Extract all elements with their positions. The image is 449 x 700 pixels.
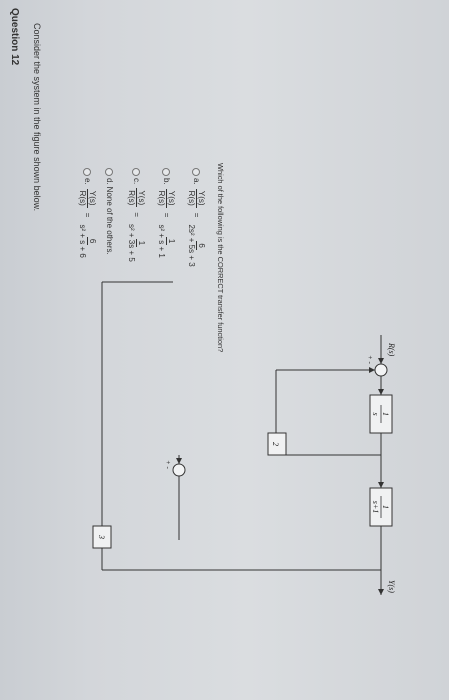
option-e[interactable]: e. Y(s) R(s) = 6 s² + s + 6 (78, 168, 97, 262)
summing-junction-2 (172, 463, 186, 477)
radio-option-e[interactable] (83, 168, 92, 176)
input-label: R(s) (387, 342, 396, 357)
option-letter: e. (83, 178, 92, 185)
rhs-fraction: 6 s² + s + 6 (78, 224, 97, 258)
option-b[interactable]: b. Y(s) R(s) = 1 s² + s + 1 (157, 168, 176, 262)
gain-outer-label: 3 (97, 534, 106, 539)
option-d[interactable]: d. None of the others. (105, 168, 114, 255)
lhs-fraction: Y(s) R(s) (157, 188, 176, 208)
option-letter: b. (162, 178, 171, 185)
rhs-fraction: 1 s² + s + 1 (157, 224, 176, 258)
radio-option-a[interactable] (192, 168, 201, 176)
arrowheads (176, 358, 384, 595)
output-label: Y(s) (387, 580, 396, 593)
option-letter: a. (192, 178, 201, 185)
option-d-text: None of the others. (105, 186, 114, 255)
radio-option-c[interactable] (132, 168, 141, 176)
radio-option-d[interactable] (105, 168, 114, 176)
option-letter: c. (132, 178, 141, 185)
block2-denominator: s+1 (371, 501, 380, 514)
question-prompt: Which of the following is the CORRECT tr… (216, 163, 225, 353)
lhs-fraction: Y(s) R(s) (187, 188, 206, 208)
option-c[interactable]: c. Y(s) R(s) = 1 s² + 3s + 5 (127, 168, 146, 266)
rhs-fraction: 1 s² + 3s + 5 (127, 224, 146, 262)
summing-junction-1 (374, 363, 388, 377)
gain-inner-label: 2 (271, 442, 280, 446)
sum2-signs: + - (164, 460, 172, 469)
radio-option-b[interactable] (162, 168, 171, 176)
block1-numerator: 1 (381, 412, 390, 416)
option-a[interactable]: a. Y(s) R(s) = 6 2s² + 5s + 3 (187, 168, 206, 271)
block1-denominator: s (371, 412, 380, 415)
rhs-fraction: 6 2s² + 5s + 3 (187, 224, 206, 267)
lhs-fraction: Y(s) R(s) (127, 188, 146, 208)
gain-block-inner (267, 432, 287, 456)
option-letter: d. (105, 178, 114, 185)
block2-numerator: 1 (381, 505, 390, 509)
sum1-signs: + - (366, 355, 374, 364)
lhs-fraction: Y(s) R(s) (78, 188, 97, 208)
